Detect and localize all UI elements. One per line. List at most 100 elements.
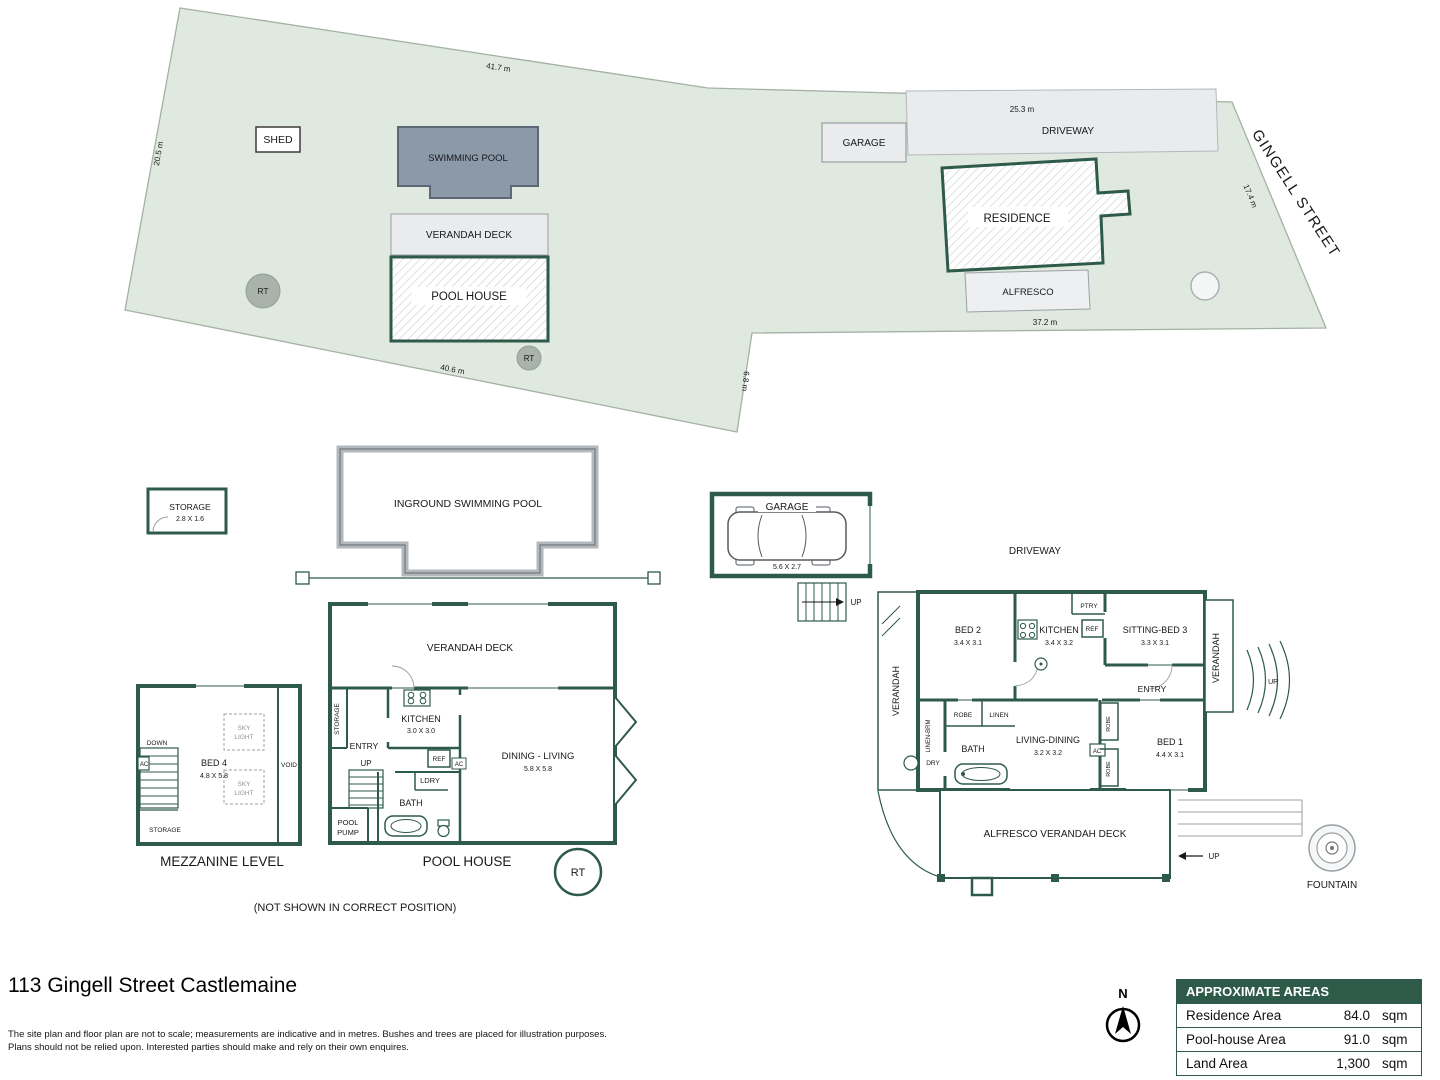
mezzanine-plan: DOWN AC BED 4 4.8 X 5.8 SKY LIGHT SKY LI…: [136, 682, 302, 846]
site-alfresco: [964, 269, 1091, 313]
bed2-size: 3.4 X 3.1: [954, 640, 982, 647]
bed4-label: BED 4: [201, 758, 227, 768]
kitchen-label: KITCHEN: [1039, 625, 1079, 635]
bed4-size: 4.8 X 5.8: [200, 773, 228, 780]
north-compass: N: [1100, 986, 1146, 1052]
kitchen-size: 3.4 X 3.2: [1045, 640, 1073, 647]
bay-window-icons: [614, 696, 638, 806]
bed1-label: BED 1: [1157, 737, 1183, 747]
up-label: UP: [1268, 679, 1278, 686]
site-garage-label: GARAGE: [843, 138, 886, 149]
skylight-icon: [223, 713, 265, 751]
rainwater-tank-icon: [245, 273, 281, 309]
residence-walls: [916, 590, 1207, 792]
rt-label: RT: [257, 286, 268, 296]
void-label: VOID: [281, 762, 297, 769]
approximate-areas-table: APPROXIMATE AREAS Residence Area 84.0 sq…: [1176, 979, 1422, 1076]
pool-pump-label-1: POOL: [338, 818, 359, 827]
dim-driveway: 25.3 m: [1010, 105, 1035, 114]
driveway-label: DRIVEWAY: [1009, 546, 1062, 557]
areas-table-row: Land Area 1,300 sqm: [1176, 1052, 1422, 1076]
robe-closets: [1100, 702, 1119, 787]
stove-icon: [403, 689, 431, 707]
ac-icon: [1089, 743, 1106, 757]
bed1-size: 4.4 X 3.1: [1156, 752, 1184, 759]
up-label: UP: [850, 598, 861, 607]
areas-table-header: APPROXIMATE AREAS: [1176, 979, 1422, 1004]
site-alfresco-label: ALFRESCO: [1002, 287, 1053, 298]
bath-label: BATH: [961, 744, 984, 754]
ac-icon: [137, 756, 150, 771]
skylight-icon: [223, 769, 265, 805]
inground-pool: INGROUND SWIMMING POOL: [336, 445, 599, 577]
dry-label: DRY: [926, 760, 940, 767]
verandah-label: VERANDAH: [891, 666, 901, 716]
north-label: N: [1118, 986, 1128, 1001]
entry-label: ENTRY: [350, 741, 379, 751]
site-pool-label: SWIMMING POOL: [428, 153, 508, 164]
robe-label: ROBE: [954, 712, 973, 719]
pool-house-walls: [328, 602, 617, 845]
sitting-bed3-size: 3.3 X 3.1: [1141, 640, 1169, 647]
north-arrow-icon: [1105, 1006, 1141, 1043]
verandah-deck-label: VERANDAH DECK: [427, 643, 513, 654]
garage-label: GARAGE: [766, 502, 809, 513]
area-row-value: 1,300: [1336, 1056, 1370, 1071]
sitting-bed3-label: SITTING-BED 3: [1123, 625, 1188, 635]
site-shed: [255, 126, 301, 153]
door-swing-icon: [391, 665, 415, 689]
fountain-label: FOUNTAIN: [1307, 880, 1357, 891]
ref-label: REF: [433, 756, 446, 763]
site-verandah-deck-label: VERANDAH DECK: [426, 230, 512, 241]
areas-table-row: Residence Area 84.0 sqm: [1176, 1004, 1422, 1028]
area-row-unit: sqm: [1382, 1032, 1408, 1047]
site-residence-label: RESIDENCE: [983, 213, 1050, 225]
disclaimer: The site plan and floor plan are not to …: [8, 1028, 607, 1055]
site-swimming-pool: [397, 126, 539, 199]
pantry: [1071, 592, 1105, 615]
linen-label: LINEN: [989, 712, 1008, 719]
pool-house-plan: STORAGE 2.8 X 1.6 INGROUND SWIMMING POOL: [136, 445, 661, 914]
mezzanine-caption: MEZZANINE LEVEL: [160, 854, 284, 869]
deck-edge: [295, 571, 661, 585]
break-mark-icon: [881, 605, 901, 637]
area-row-unit: sqm: [1382, 1008, 1408, 1023]
ac-icon: [451, 757, 467, 770]
land-parcel: [124, 7, 1327, 433]
up-label: UP: [360, 759, 371, 768]
site-pool-house-label-chip: [412, 287, 526, 305]
skylight-label-1: SKY: [237, 725, 251, 732]
garden-edge: [877, 790, 941, 878]
kitchen-size: 3.0 X 3.0: [407, 728, 435, 735]
residence-plan: GARAGE 5.6 X 2.7 DRIVEWAY UP VERANDAH VE…: [709, 491, 1357, 897]
storage-walls: [146, 487, 228, 535]
bath-walls: [377, 771, 460, 843]
alfresco-deck: [939, 789, 1171, 879]
areas-table-row: Pool-house Area 91.0 sqm: [1176, 1028, 1422, 1052]
disclaimer-line-2: Plans should not be relied upon. Interes…: [8, 1042, 409, 1054]
sink-icon: [1034, 657, 1048, 671]
mezz-storage-label: STORAGE: [149, 827, 181, 834]
living-dining-label: LIVING-DINING: [1016, 735, 1080, 745]
plan-drawing: SHED SWIMMING POOL VERANDAH DECK POOL HO…: [124, 7, 1357, 914]
ac-label: AC: [455, 762, 464, 768]
fridge-icon: [427, 749, 451, 768]
ref-label: REF: [1086, 626, 1099, 633]
position-note: (NOT SHOWN IN CORRECT POSITION): [254, 902, 457, 914]
car-icon: [727, 506, 847, 566]
up-label: UP: [1208, 852, 1219, 861]
fridge-icon: [1081, 619, 1104, 638]
tree-icon: [1190, 271, 1220, 301]
site-plan: SHED SWIMMING POOL VERANDAH DECK POOL HO…: [124, 7, 1343, 433]
deck-step: [970, 876, 994, 897]
stove-icon: [1017, 619, 1038, 640]
alfresco-label: ALFRESCO VERANDAH DECK: [984, 829, 1127, 840]
mezzanine-walls: [136, 684, 302, 846]
garage-label-chip: [758, 499, 816, 512]
robe-label: ROBE: [1106, 716, 1112, 732]
dining-living-size: 5.8 X 5.8: [524, 766, 552, 773]
window-icons: [368, 600, 548, 608]
verandah-right: [1204, 599, 1234, 713]
rainwater-tank-icon: [516, 345, 542, 371]
area-row-unit: sqm: [1382, 1056, 1408, 1071]
